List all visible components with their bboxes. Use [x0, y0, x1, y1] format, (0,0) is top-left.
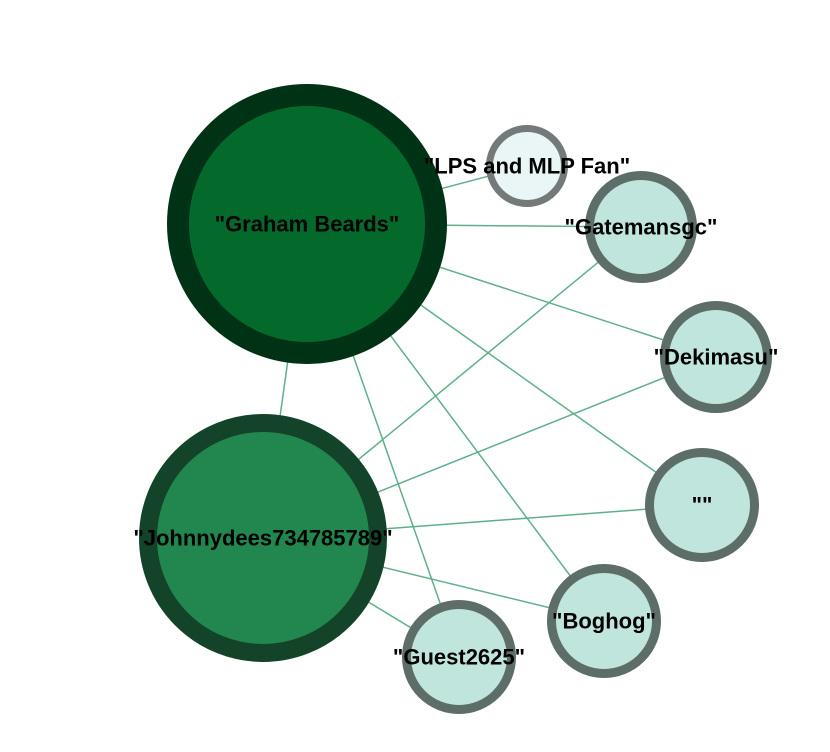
node-label-gatemansgc: "Gatemansgc" [565, 215, 718, 240]
node-guest2625[interactable] [402, 600, 516, 714]
node-label-johnnydees734785789: "Johnnydees734785789" [133, 526, 392, 551]
node-label-lps-and-mlp-fan: "LPS and MLP Fan" [424, 154, 630, 179]
node-label-empty-name: "" [692, 493, 713, 518]
node-dekimasu[interactable] [660, 301, 772, 413]
node-label-graham-beards: "Graham Beards" [215, 212, 400, 237]
node-graham-beards[interactable] [167, 84, 447, 364]
node-johnnydees734785789[interactable] [139, 414, 387, 662]
node-label-dekimasu: "Dekimasu" [654, 345, 779, 370]
nodes-layer [139, 84, 772, 714]
node-label-boghog: "Boghog" [552, 609, 656, 634]
node-empty-name[interactable] [645, 448, 759, 562]
node-gatemansgc[interactable] [585, 171, 697, 283]
labels-layer: "Graham Beards" "Johnnydees734785789" "LPS… [133, 154, 778, 670]
node-lps-and-mlp-fan[interactable] [486, 125, 568, 207]
node-label-guest2625: "Guest2625" [393, 645, 525, 670]
node-boghog[interactable] [547, 564, 661, 678]
